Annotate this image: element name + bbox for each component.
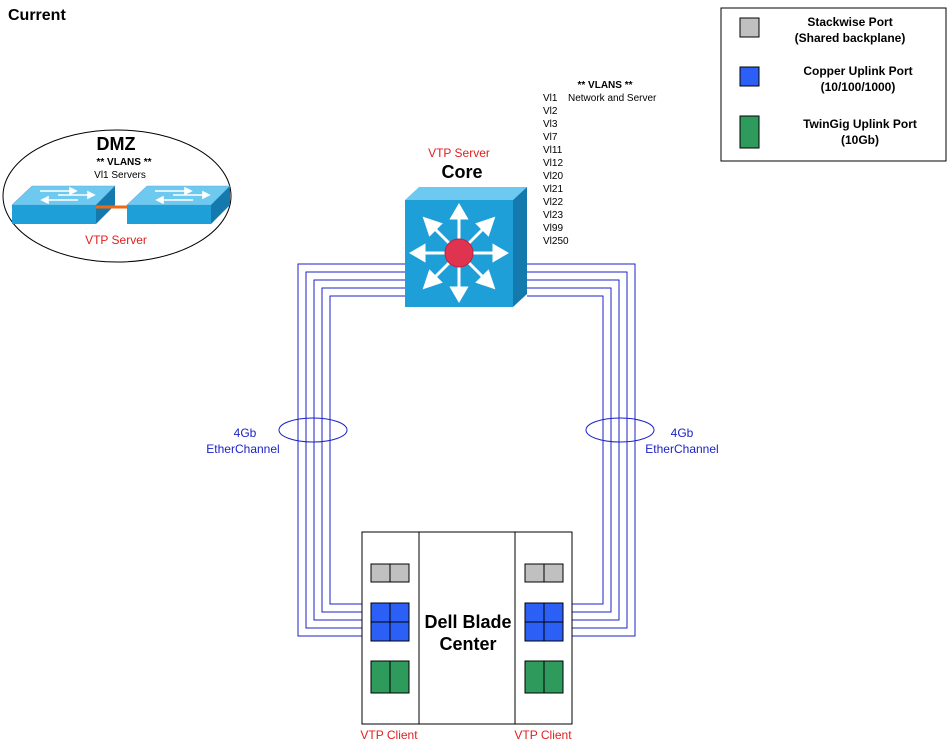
core-router-dot [444,238,474,268]
legend-label-stackwise-1: Stackwise Port [807,15,892,29]
blade-name-line1: Dell Blade [424,612,511,632]
core-vlan-item: Vl12 [543,158,563,169]
dmz-title: DMZ [97,134,136,154]
etherchannel-left-label-2: EtherChannel [206,442,279,456]
dmz-vlans-entry: Vl1 Servers [94,170,146,181]
core-vlan-item: Vl22 [543,197,563,208]
etherchannel-left [297,263,405,637]
core-vlan-item: Vl7 [543,132,558,143]
blade-right-role: VTP Client [514,728,572,742]
diagram-title: Current [8,7,66,24]
etherchannel-right [527,263,636,637]
dmz-role: VTP Server [85,233,147,247]
core-name: Core [441,162,482,182]
core-vlan-item: Vl23 [543,210,563,221]
etherchannel-right-ring [585,417,655,443]
legend-label-copper-1: Copper Uplink Port [803,64,912,78]
core-vlan-item: Vl11 [543,145,563,156]
blade-name-line2: Center [439,634,496,654]
dmz-ellipse [2,129,232,263]
core-vlan-list: ** VLANS ** Vl1 Network and Server Vl2 V… [543,80,657,247]
core-vlans-heading: ** VLANS ** [577,80,632,91]
dmz-switch-right [126,185,231,224]
core-vlan-item: Vl99 [543,223,563,234]
dmz-vlans-heading: ** VLANS ** [96,157,151,168]
dmz-switch-left [11,185,116,224]
legend-label-twingig-1: TwinGig Uplink Port [803,117,917,131]
legend-swatch-stackwise [739,17,760,38]
core-vlan-item: Vl2 [543,106,558,117]
legend-swatch-copper [739,66,760,87]
core-vlan-item: Vl21 [543,184,563,195]
legend-label-twingig-2: (10Gb) [841,133,879,147]
core-vlan-first-desc: Network and Server [568,93,657,104]
blade-left-role: VTP Client [360,728,418,742]
dmz-zone: DMZ ** VLANS ** Vl1 Servers [2,129,232,263]
core-vlan-item: Vl20 [543,171,563,182]
core-switch: VTP Server Core [405,146,527,307]
etherchannel-left-ring [278,417,348,443]
etherchannel-right-label-1: 4Gb [671,426,694,440]
core-vlan-first: Vl1 [543,93,558,104]
core-vlan-item: Vl250 [543,236,569,247]
core-role: VTP Server [428,146,490,160]
legend-swatch-twingig [739,115,760,149]
legend: Stackwise Port (Shared backplane) Copper… [720,7,947,162]
etherchannel-right-label-2: EtherChannel [645,442,718,456]
etherchannel-left-label-1: 4Gb [234,426,257,440]
core-vlan-item: Vl3 [543,119,558,130]
blade-center: Dell Blade Center VTP Client VTP Client [360,531,573,742]
legend-label-stackwise-2: (Shared backplane) [795,31,906,45]
legend-label-copper-2: (10/100/1000) [821,80,896,94]
